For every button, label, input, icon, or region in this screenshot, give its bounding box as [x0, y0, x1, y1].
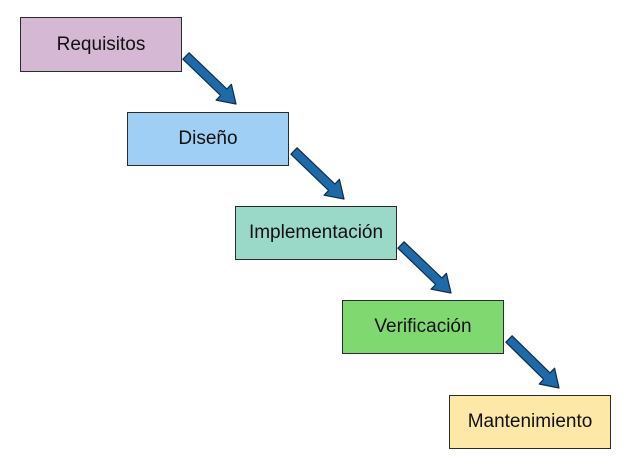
- arrow-diseno-to-implementacion: [290, 147, 345, 200]
- phase-diseno-label: Diseño: [178, 128, 238, 149]
- arrow-verificacion-to-mantenimiento: [505, 335, 560, 389]
- phase-implementacion: Implementación: [235, 206, 397, 260]
- phase-verificacion: Verificación: [342, 300, 504, 354]
- phase-verificacion-label: Verificación: [374, 316, 472, 337]
- arrow-implementacion-to-verificacion: [397, 241, 452, 294]
- phase-requisitos: Requisitos: [20, 17, 182, 72]
- phase-requisitos-label: Requisitos: [56, 33, 146, 55]
- phase-mantenimiento-label: Mantenimiento: [467, 411, 593, 432]
- phase-diseno: Diseño: [127, 112, 289, 166]
- phase-implementacion-label: Implementación: [248, 222, 384, 243]
- arrow-requisitos-to-diseno: [182, 52, 237, 105]
- phase-mantenimiento: Mantenimiento: [449, 395, 611, 449]
